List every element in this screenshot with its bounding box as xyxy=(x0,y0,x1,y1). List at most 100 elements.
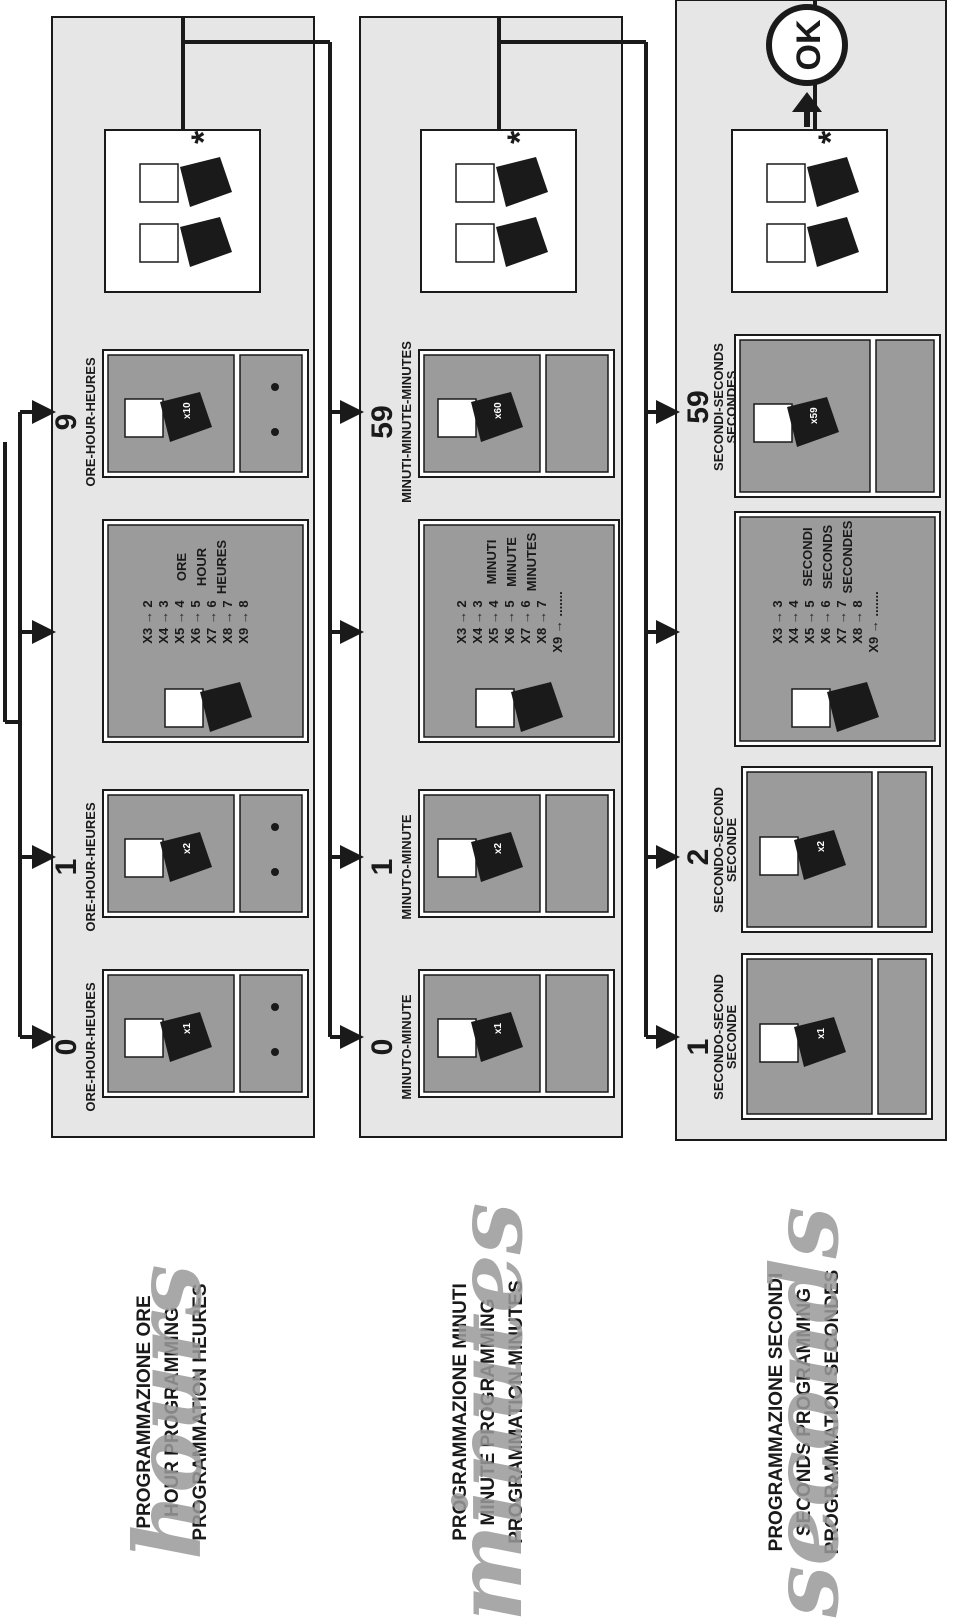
mapping-line: X3 → 3 xyxy=(770,600,785,643)
button-press-icon: x1 xyxy=(759,1017,846,1067)
press-count: x2 xyxy=(493,842,504,854)
step-arrows xyxy=(3,400,56,1049)
mapping-line: X4 → 4 xyxy=(786,600,801,644)
row-title: PROGRAMMAZIONE ORE HOUR PROGRAMMING PROG… xyxy=(114,1264,222,1559)
title-line-3: PROGRAMMATION MINUTES xyxy=(506,1280,527,1544)
ok-endpoint: OK xyxy=(766,4,848,127)
mapping-box: X3 → 2 X4 → 3 X5 → 4 X6 → 5 X7 → 6 X8 → … xyxy=(418,519,620,743)
button-press-icon: x10 xyxy=(124,392,212,442)
step-label: SECONDI-SECONDS xyxy=(711,343,726,471)
step-label: MINUTO-MINUTE xyxy=(399,994,414,1100)
step-number: 59 xyxy=(366,405,399,438)
mapping-line: X6 → 5 xyxy=(502,600,517,643)
mapping-line: X5 → 4 xyxy=(172,600,187,644)
press-count: x1 xyxy=(816,1027,827,1039)
press-count: x59 xyxy=(809,407,820,424)
button-press-icon xyxy=(475,682,563,732)
mapping-line: X5 → 5 xyxy=(802,600,817,643)
asterisk-mark: * xyxy=(812,130,850,144)
blink-indicator xyxy=(239,794,303,913)
button-press-icon: x59 xyxy=(753,397,839,447)
mapping-line: X7 → 7 xyxy=(834,600,849,643)
step-number: 0 xyxy=(366,1039,399,1056)
mapping-unit: MINUTI xyxy=(484,540,499,585)
step-number: 9 xyxy=(50,414,83,431)
step-label: ORE-HOUR-HEURES xyxy=(83,357,98,487)
arrow-right-icon xyxy=(792,92,822,112)
step-card: x10 9 ORE-HOUR-HEURES xyxy=(50,349,309,487)
step-label: MINUTO-MINUTE xyxy=(399,814,414,920)
step-number: 2 xyxy=(682,849,715,866)
blink-indicator xyxy=(877,958,927,1115)
mapping-line: X7 → 6 xyxy=(204,600,219,643)
step-card: x1 0 MINUTO-MINUTE xyxy=(366,969,615,1100)
row-seconds: PROGRAMMAZIONE SECONDI SECONDS PROGRAMMI… xyxy=(644,0,947,1619)
step-card: x59 59 SECONDI-SECONDS SECONDES xyxy=(682,334,941,498)
mapping-line: X8 → 7 xyxy=(220,600,235,643)
button-press-icon: x1 xyxy=(437,1012,523,1062)
row-minutes: PROGRAMMAZIONE MINUTI MINUTE PROGRAMMING… xyxy=(328,16,623,1622)
blink-indicator xyxy=(239,974,303,1093)
button-press-icon: x1 xyxy=(124,1012,212,1062)
step-label: SECONDES xyxy=(724,370,739,443)
step-label: ORE-HOUR-HEURES xyxy=(83,982,98,1112)
press-count: x2 xyxy=(182,842,193,854)
title-line-2: MINUTE PROGRAMMING xyxy=(478,1299,499,1526)
title-line-1: PROGRAMMAZIONE MINUTI xyxy=(450,1283,471,1541)
mapping-line: X6 → 6 xyxy=(818,600,833,643)
mapping-line: X3 → 2 xyxy=(140,600,155,643)
title-line-1: PROGRAMMAZIONE SECONDI xyxy=(766,1273,787,1552)
step-label: MINUTI-MINUTE-MINUTES xyxy=(399,341,414,503)
mapping-line: X5 → 4 xyxy=(486,600,501,644)
press-count: x2 xyxy=(816,840,827,852)
mapping-line: X8 → 7 xyxy=(534,600,549,643)
ok-badge xyxy=(766,4,848,86)
mapping-line: X4 → 3 xyxy=(156,600,171,643)
button-hold-icon xyxy=(139,157,232,267)
mapping-unit: MINUTES xyxy=(524,532,539,591)
press-count: x10 xyxy=(182,402,193,419)
button-press-icon: x2 xyxy=(759,830,846,880)
step-card: x2 2 SECONDO-SECOND SECONDE xyxy=(682,766,933,933)
light-burst-icon xyxy=(271,1003,279,1056)
blink-indicator xyxy=(239,354,303,473)
mapping-unit: HOUR xyxy=(194,547,209,586)
title-line-1: PROGRAMMAZIONE ORE xyxy=(134,1295,155,1528)
blink-indicator xyxy=(875,339,935,493)
press-count: x60 xyxy=(493,402,504,419)
mapping-unit: HEURES xyxy=(214,540,229,595)
step-number: 1 xyxy=(682,1039,715,1056)
button-press-icon: x2 xyxy=(124,832,212,882)
step-label: SECONDE xyxy=(724,1005,739,1070)
light-burst-icon xyxy=(271,823,279,876)
confirm-step: * xyxy=(420,17,577,293)
step-arrows xyxy=(644,42,680,1049)
confirm-frame xyxy=(420,129,577,293)
button-press-icon: x60 xyxy=(437,392,523,442)
row-title: PROGRAMMAZIONE MINUTI MINUTE PROGRAMMING… xyxy=(435,1203,543,1622)
mapping-line: X9 → ....... xyxy=(866,591,881,652)
mapping-box: X3 → 2 X4 → 3 X5 → 4 X6 → 5 X7 → 6 X8 → … xyxy=(102,519,309,743)
handwritten-annotation: seconds xyxy=(751,1207,859,1619)
blink-indicator xyxy=(545,974,609,1093)
button-hold-icon xyxy=(455,157,548,267)
step-card: x2 1 ORE-HOUR-HEURES xyxy=(50,789,309,932)
step-card: x60 59 MINUTI-MINUTE-MINUTES xyxy=(366,341,615,503)
confirm-step: * xyxy=(104,17,261,293)
light-burst-icon xyxy=(271,383,279,436)
step-arrows xyxy=(328,42,364,1049)
step-label: ORE-HOUR-HEURES xyxy=(83,802,98,932)
confirm-frame xyxy=(731,129,888,293)
blink-indicator xyxy=(877,771,927,928)
step-label: SECONDO-SECOND xyxy=(711,974,726,1100)
mapping-line: X9 → 8 xyxy=(236,600,251,643)
mapping-unit: SECONDS xyxy=(820,525,835,590)
handwritten-annotation: hours xyxy=(114,1264,222,1559)
row-hours: PROGRAMMAZIONE ORE HOUR PROGRAMMING PROG… xyxy=(3,16,315,1560)
blink-indicator xyxy=(545,354,609,473)
press-count: x1 xyxy=(493,1022,504,1034)
step-number: 0 xyxy=(50,1039,83,1056)
step-number: 59 xyxy=(682,390,715,423)
mapping-unit: ORE xyxy=(174,553,189,582)
